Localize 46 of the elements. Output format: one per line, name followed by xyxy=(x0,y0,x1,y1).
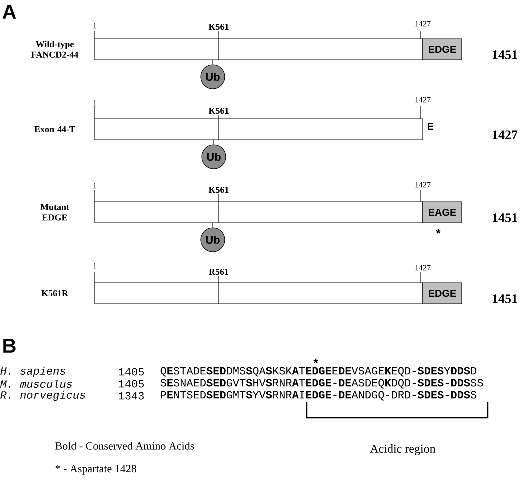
sequence-text: SESNAEDSEDGVTSHVSRNRATEDGE-DEASDEQKDQD-SDES-DDSSS xyxy=(160,379,484,389)
site-label: R561 xyxy=(209,268,229,276)
connector-line xyxy=(212,60,214,65)
region-label: Acidic region xyxy=(370,444,436,456)
position-label: 1 xyxy=(94,23,97,29)
position-label: 1427 xyxy=(416,265,431,271)
asterisk-mark: * xyxy=(314,358,318,364)
site-label: K561 xyxy=(208,24,229,30)
connector-line xyxy=(218,31,220,61)
length-label: 1451 xyxy=(493,50,518,60)
sequence-text: QESTADESEDDMSSQASKSKATEDGEEDEVSAGEKEQD-SDESYDDSD xyxy=(160,367,477,377)
position-label: 1427 xyxy=(416,182,431,188)
protein-bar xyxy=(94,118,424,140)
species-name: R. norvegicus xyxy=(0,390,86,402)
protein-bar xyxy=(94,282,424,304)
connector-line xyxy=(212,223,214,228)
connector-line xyxy=(218,194,220,224)
panel-letter: A xyxy=(2,5,16,19)
species-name: H. sapiens xyxy=(0,366,66,378)
length-label: 1451 xyxy=(493,294,518,304)
position-label: 1427 xyxy=(416,21,431,27)
sequence-number: 1405 xyxy=(119,380,144,388)
sequence-text: PENTSEDSEDGMTSYVSRNRAIEDGE-DEANDGQ-DRD-SDES-DDSS xyxy=(161,391,477,401)
asterisk-mark: * xyxy=(436,229,441,234)
protein-bar xyxy=(94,202,424,224)
panel-letter: B xyxy=(4,339,16,353)
protein-bar xyxy=(94,38,424,60)
site-label: K561 xyxy=(208,108,229,114)
species-name: M. musculus xyxy=(0,380,72,388)
connector-line xyxy=(218,276,220,305)
position-label: 1427 xyxy=(416,97,431,103)
sequence-number: 1405 xyxy=(119,368,144,376)
position-label: 1 xyxy=(94,100,97,106)
domain-box: EAGE xyxy=(422,202,462,224)
domain-box: EDGE xyxy=(422,38,462,60)
residue-label: E xyxy=(428,123,434,130)
note-text: Bold - Conserved Amino Acids xyxy=(56,442,194,450)
position-label: 1 xyxy=(94,263,97,269)
length-label: 1451 xyxy=(493,214,518,222)
sequence-number: 1343 xyxy=(119,392,144,400)
length-label: 1427 xyxy=(493,130,518,140)
connector-line xyxy=(218,115,220,141)
note-text: * - Aspartate 1428 xyxy=(56,465,136,475)
position-label: 1 xyxy=(94,183,97,189)
site-label: K561 xyxy=(208,186,229,194)
domain-box: EDGE xyxy=(422,282,462,304)
